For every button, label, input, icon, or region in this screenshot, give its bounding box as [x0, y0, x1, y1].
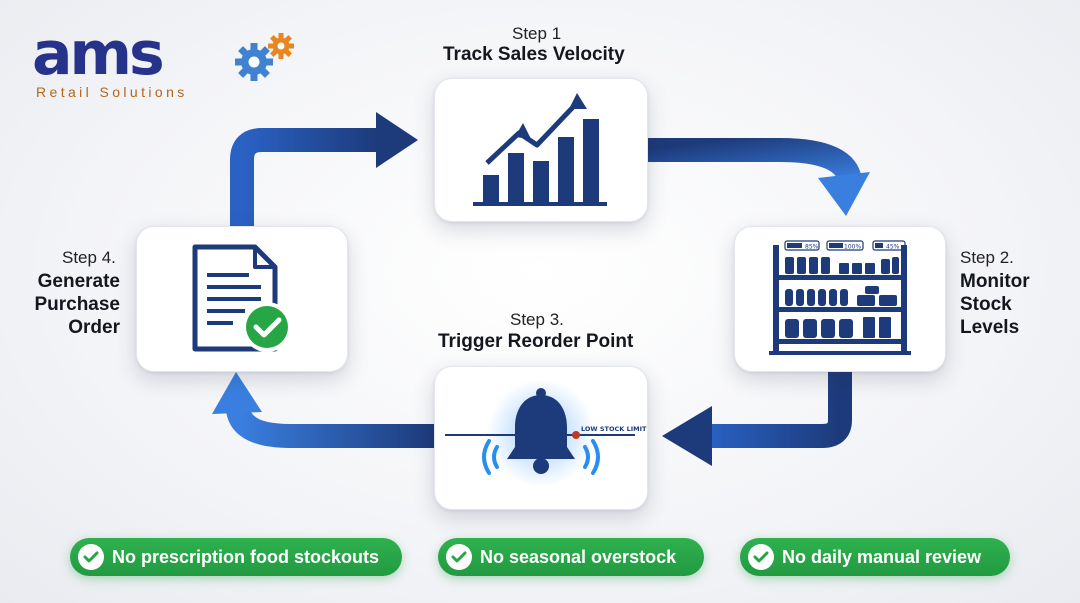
document-check-icon — [192, 244, 292, 352]
arrow-step2-to-step3 — [662, 370, 852, 466]
step4-label: Step 4. — [62, 248, 116, 267]
benefit-text-1: No prescription food stockouts — [112, 546, 380, 567]
benefit-pill-1: No prescription food stockouts — [70, 538, 402, 576]
step3-title: Trigger Reorder Point — [438, 331, 634, 352]
check-icon — [446, 544, 472, 570]
arrow-step1-to-step2 — [646, 138, 870, 216]
step2-title-line2: Stock — [960, 294, 1012, 315]
step2-title-line3: Levels — [960, 317, 1020, 338]
bar-chart-trend-icon — [473, 93, 607, 206]
gears-icon — [235, 33, 294, 81]
shelf-indicator-3: 45% — [872, 240, 906, 251]
company-logo: ams Retail Solutions — [32, 19, 294, 102]
shelf-indicator-1: 85% — [784, 240, 820, 251]
stock-shelf-icon: 85% 100% 45% — [769, 240, 911, 355]
logo-tagline: Retail Solutions — [36, 84, 188, 100]
check-icon — [748, 544, 774, 570]
logo-wordmark: ams — [32, 19, 165, 89]
step1-title: Track Sales Velocity — [443, 44, 625, 65]
step2-title-line1: Monitor — [960, 271, 1030, 292]
step4-card — [136, 226, 348, 372]
arrow-step4-to-step1 — [230, 112, 418, 226]
svg-text:45%: 45% — [886, 244, 900, 251]
benefit-pill-3: No daily manual review — [740, 538, 1010, 576]
alert-bell-icon: LOW STOCK LIMIT — [445, 379, 647, 487]
step3-card: LOW STOCK LIMIT — [434, 366, 648, 510]
step4-title-line3: Order — [68, 317, 120, 338]
low-stock-limit-label: LOW STOCK LIMIT — [581, 425, 647, 433]
check-icon — [78, 544, 104, 570]
benefit-text-2: No seasonal overstock — [480, 546, 677, 567]
benefit-text-3: No daily manual review — [782, 546, 982, 567]
svg-text:100%: 100% — [844, 244, 861, 251]
step3-label: Step 3. — [510, 310, 564, 329]
step4-title-line1: Generate — [37, 271, 120, 292]
benefit-pill-2: No seasonal overstock — [438, 538, 704, 576]
step1-card — [434, 78, 648, 222]
step2-card: 85% 100% 45% — [734, 226, 946, 372]
svg-text:85%: 85% — [805, 244, 819, 251]
step1-label: Step 1 — [512, 24, 562, 43]
shelf-indicator-2: 100% — [826, 240, 864, 251]
arrow-step3-to-step4 — [212, 372, 434, 448]
step4-title-line2: Purchase — [34, 294, 120, 315]
step2-label: Step 2. — [960, 248, 1014, 267]
